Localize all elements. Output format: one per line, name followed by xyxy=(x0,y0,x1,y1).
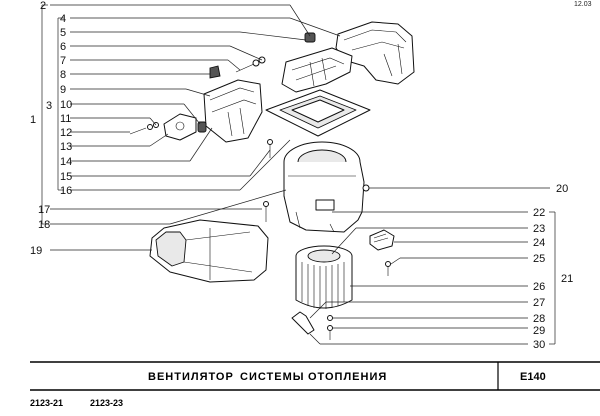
callout-23: 23 xyxy=(533,223,545,235)
callout-2: 2 xyxy=(40,0,46,12)
section-code: E140 xyxy=(520,371,546,383)
reference-code: 12.03 xyxy=(574,1,592,8)
title-word-2: СИСТЕМЫ xyxy=(240,371,305,383)
callout-24: 24 xyxy=(533,237,545,249)
callout-6: 6 xyxy=(60,41,66,53)
callout-27: 27 xyxy=(533,297,545,309)
callouts-left: 2 4 5 6 7 8 9 10 11 12 13 14 15 16 17 18… xyxy=(30,0,72,257)
callout-26: 26 xyxy=(533,281,545,293)
callout-30: 30 xyxy=(533,339,545,351)
model-code-1: 2123-21 xyxy=(30,398,63,408)
callout-5: 5 xyxy=(60,27,66,39)
callout-28: 28 xyxy=(533,313,545,325)
fan-volute-housing xyxy=(283,141,365,233)
callout-13: 13 xyxy=(60,141,72,153)
leader-lines xyxy=(41,4,556,345)
callout-9: 9 xyxy=(60,84,66,96)
callout-29: 29 xyxy=(533,325,545,337)
callout-4: 4 xyxy=(60,13,66,25)
group-label-1: 1 xyxy=(30,114,36,126)
callout-14: 14 xyxy=(60,156,72,168)
callout-7: 7 xyxy=(60,55,66,67)
callout-20: 20 xyxy=(556,183,568,195)
group-label-3: 3 xyxy=(46,100,52,112)
model-code-2: 2123-23 xyxy=(90,398,123,408)
callout-19: 19 xyxy=(30,245,42,257)
title-word-1: ВЕНТИЛЯТОР xyxy=(148,371,234,383)
heater-housing-upper xyxy=(281,21,415,93)
callout-18: 18 xyxy=(38,219,50,231)
small-parts-left xyxy=(129,56,273,222)
callout-12: 12 xyxy=(60,127,72,139)
callout-11: 11 xyxy=(60,113,71,125)
gasket-frame xyxy=(265,89,371,137)
callout-16: 16 xyxy=(60,185,72,197)
callout-8: 8 xyxy=(60,69,66,81)
callout-10: 10 xyxy=(60,99,72,111)
callout-25: 25 xyxy=(533,253,545,265)
callout-22: 22 xyxy=(533,207,545,219)
air-duct xyxy=(149,219,269,283)
title-block: ВЕНТИЛЯТОР СИСТЕМЫ ОТОПЛЕНИЯ E140 2123-2… xyxy=(30,361,600,408)
heater-housing-lower xyxy=(203,79,263,143)
callout-15: 15 xyxy=(60,171,72,183)
callout-17: 17 xyxy=(38,204,50,216)
callouts-right: 20 22 23 24 25 26 27 28 29 30 xyxy=(533,183,568,351)
group-label-21: 21 xyxy=(561,273,573,285)
title-word-3: ОТОПЛЕНИЯ xyxy=(308,371,387,383)
fan-motor-assembly xyxy=(291,184,395,340)
